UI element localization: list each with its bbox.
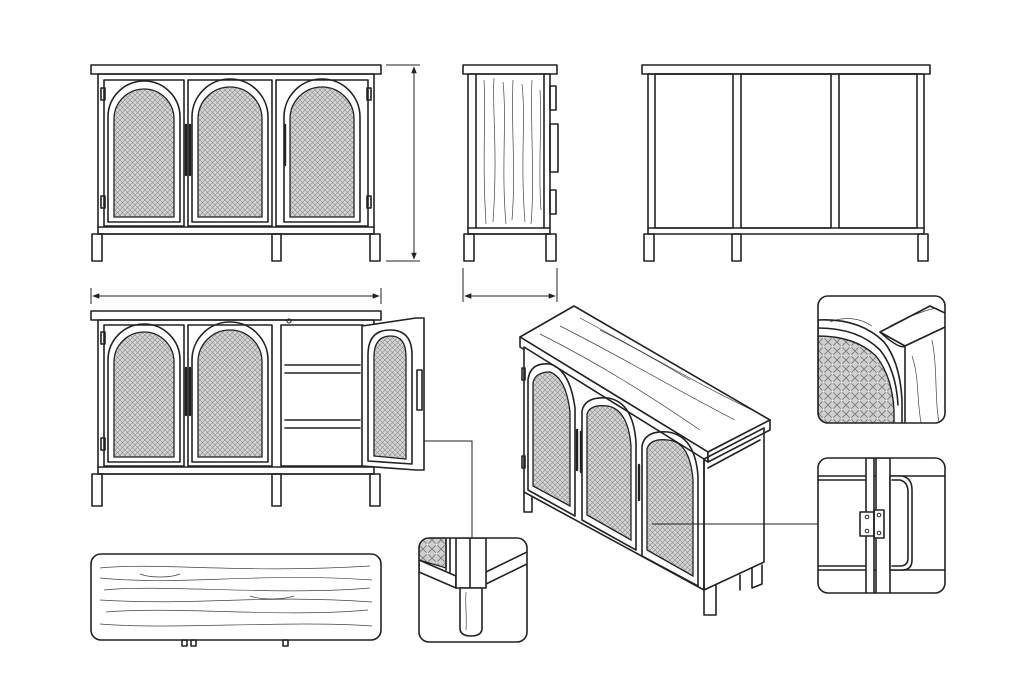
width-dimension <box>90 288 382 304</box>
isometric-view <box>519 305 771 616</box>
front-elevation-open <box>90 310 425 507</box>
detail-corner-arch <box>817 295 946 424</box>
detail-leg <box>418 537 528 643</box>
top-plan <box>90 553 382 647</box>
back-elevation <box>641 64 931 262</box>
side-elevation <box>462 64 559 262</box>
height-dimension <box>386 64 420 262</box>
front-elevation <box>90 64 382 262</box>
detail-hinge <box>817 457 946 594</box>
leader-lines <box>424 440 818 540</box>
depth-dimension <box>462 268 558 302</box>
